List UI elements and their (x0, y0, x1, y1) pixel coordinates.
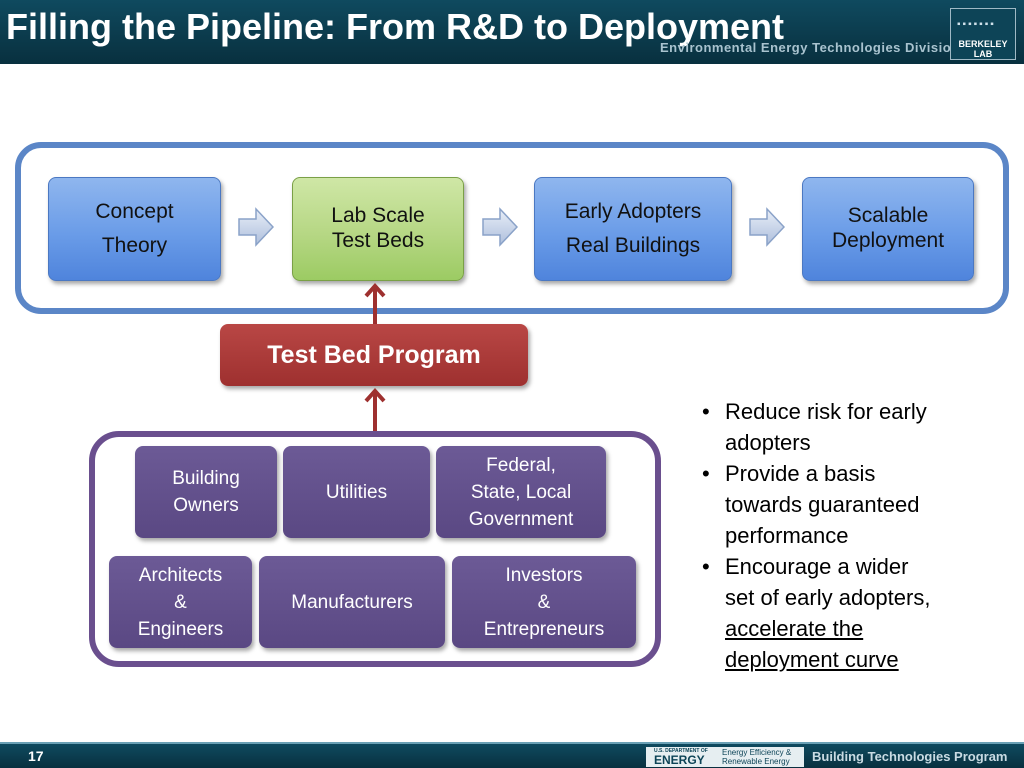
bullet-marker: • (702, 399, 710, 424)
stage-label-line1: Concept (95, 200, 174, 223)
page-number: 17 (28, 748, 44, 764)
berkeley-lab-logo: ▪▪▪▪▪▪▪ BERKELEY LAB (950, 8, 1016, 60)
doe-small-text: U.S. DEPARTMENT OF (654, 748, 708, 754)
stage-label-line1: Lab Scale (331, 204, 425, 227)
stakeholder-utilities: Utilities (283, 446, 430, 538)
stakeholder-line: Architects (138, 564, 223, 586)
stakeholder-line: & (537, 591, 551, 613)
stakeholder-building-owners: Building Owners (135, 446, 277, 538)
bullet-item: • Reduce risk for early adopters (702, 396, 992, 458)
division-name: Environmental Energy Technologies Divisi… (660, 40, 960, 55)
stakeholder-line: Owners (173, 495, 239, 516)
stakeholder-line: Federal, (486, 454, 556, 476)
stakeholder-line: & (174, 591, 187, 613)
bullet-line: set of early adopters, (725, 585, 931, 610)
stakeholder-line: Government (468, 508, 574, 530)
stakeholder-manufacturers: Manufacturers (259, 556, 445, 648)
stage-scalable-deployment: Scalable Deployment (802, 177, 974, 281)
bullet-item: • Provide a basis towards guaranteed per… (702, 458, 992, 551)
doe-logo: U.S. DEPARTMENT OF ENERGY Energy Efficie… (646, 747, 804, 767)
bullet-line: Provide a basis (725, 461, 876, 486)
logo-text: BERKELEY LAB (958, 39, 1008, 59)
logo-dots-icon: ▪▪▪▪▪▪▪ (957, 19, 996, 30)
bullet-line: performance (725, 523, 849, 548)
stage-early-adopters: Early Adopters Real Buildings (534, 177, 732, 281)
stakeholder-government: Federal, State, Local Government (436, 446, 606, 538)
stakeholder-line: Utilities (325, 481, 388, 503)
up-arrow-icon (364, 283, 386, 324)
title-bar: Filling the Pipeline: From R&D to Deploy… (0, 0, 1024, 64)
eere-text: Energy Efficiency & Renewable Energy (722, 748, 802, 766)
bullet-line: Encourage a wider (725, 554, 909, 579)
eere-line: Energy Efficiency & (722, 748, 792, 757)
stakeholder-investors-entrepreneurs: Investors & Entrepreneurs (452, 556, 636, 648)
bullet-line: Reduce risk for early (725, 399, 927, 424)
up-arrow-icon (364, 388, 386, 432)
stakeholder-line: State, Local (470, 481, 572, 503)
test-bed-program-box: Test Bed Program (220, 324, 528, 386)
stage-label-line1: Scalable (847, 204, 929, 227)
bullet-line-underlined: deployment curve (725, 647, 899, 672)
stage-label-line2: Theory (101, 234, 168, 257)
benefits-list: • Reduce risk for early adopters • Provi… (702, 396, 992, 675)
page-title: Filling the Pipeline: From R&D to Deploy… (6, 6, 785, 47)
stage-label-line2: Deployment (831, 229, 945, 252)
stage-label-line2: Real Buildings (565, 234, 701, 257)
eere-line: Renewable Energy (722, 757, 790, 766)
stakeholder-line: Manufacturers (291, 591, 413, 613)
bullet-item: • Encourage a wider set of early adopter… (702, 551, 992, 675)
bullet-marker: • (702, 554, 710, 579)
stakeholder-line: Building (172, 468, 240, 489)
bullet-marker: • (702, 461, 710, 486)
stakeholder-line: Entrepreneurs (483, 618, 605, 640)
bullet-line: adopters (725, 430, 811, 455)
right-arrow-icon (238, 207, 274, 247)
stakeholder-line: Engineers (137, 618, 224, 640)
program-name: Building Technologies Program (812, 749, 1008, 764)
bullet-line: towards guaranteed (725, 492, 920, 517)
stakeholder-architects-engineers: Architects & Engineers (109, 556, 252, 648)
stage-label-line2: Test Beds (331, 229, 425, 252)
footer-bar: 17 U.S. DEPARTMENT OF ENERGY Energy Effi… (0, 742, 1024, 768)
doe-energy-text: ENERGY (654, 753, 705, 767)
right-arrow-icon (749, 207, 785, 247)
stage-label-line1: Early Adopters (564, 200, 702, 223)
stage-lab-scale-test-beds: Lab Scale Test Beds (292, 177, 464, 281)
stakeholder-line: Investors (505, 564, 583, 586)
right-arrow-icon (482, 207, 518, 247)
stage-concept-theory: Concept Theory (48, 177, 221, 281)
bullet-line-underlined: accelerate the (725, 616, 864, 641)
